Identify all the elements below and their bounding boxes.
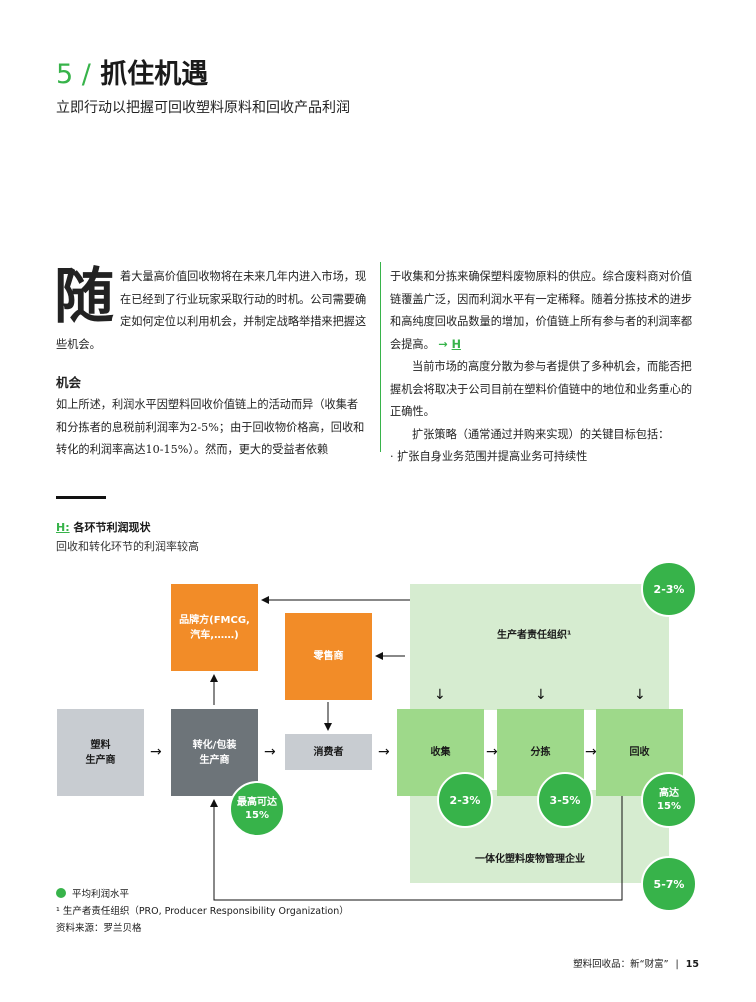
converter-box: 转化/包装 生产商 [171,709,258,796]
pro-zone [410,584,669,710]
figure-label: H: [56,521,70,534]
supply-paragraph: 于收集和分拣来确保塑料废物原料的供应。综合废料商对价值链覆盖广泛，因而利润水平有… [390,270,693,351]
chapter-heading: 5 / 抓住机遇 [56,52,208,91]
margin-badge-collection: 2-3% [437,772,493,828]
arrow-right-icon: → [438,337,448,351]
plastic-producer-box: 塑料 生产商 [57,709,144,796]
section-heading: 机会 [56,375,82,390]
integrated-zone-label: 一体化塑料废物管理企业 [475,854,585,865]
opportunity-paragraph: 如上所述，利润水平因塑料回收价值链上的活动而异（收集者和分拣者的息税前利润率为2… [56,398,365,456]
legend: 平均利润水平 [56,886,129,900]
brand-owner-box: 品牌方(FMCG, 汽车,……) [171,584,258,671]
arrow-right-icon: → [585,744,597,760]
source-note: 资料来源：罗兰贝格 [56,923,142,934]
arrow-right-icon: → [264,744,276,760]
page-number: 15 [685,959,699,970]
drop-cap: 随 [54,262,114,332]
arrow-down-icon: ↓ [634,687,646,703]
text-column-left: 随 着大量高价值回收物将在未来几年内进入市场，现在已经到了行业玩家采取行动的时机… [54,262,369,462]
consumer-box: 消费者 [285,734,372,770]
arrow-down-icon: ↓ [434,687,446,703]
margin-badge-integrated: 5-7% [641,856,697,912]
bullet-item: · 扩张自身业务范围并提高业务可持续性 [390,450,588,463]
intro-paragraph: 着大量高价值回收物将在未来几年内进入市场，现在已经到了行业玩家采取行动的时机。公… [56,270,367,351]
retailer-box: 零售商 [285,613,372,700]
page-footer: 塑料回收品：新“财富” | 15 [573,956,699,970]
market-paragraph: 当前市场的高度分散为参与者提供了多种机会，而能否把握机会将取决于公司目前在塑料价… [390,360,693,418]
text-column-right: 于收集和分拣来确保塑料废物原料的供应。综合废料商对价值链覆盖广泛，因而利润水平有… [390,266,700,469]
chapter-number: 5 / [56,59,91,90]
margin-badge-pro: 2-3% [641,561,697,617]
margin-badge-recycling: 高达 15% [641,772,697,828]
recycling-loop-arrow [210,796,623,901]
legend-dot-icon [56,888,66,898]
legend-label: 平均利润水平 [72,889,130,900]
arrow-right-icon: → [486,744,498,760]
margin-badge-sorting: 3-5% [537,772,593,828]
figure-subtitle: 回收和转化环节的利润率较高 [56,540,199,553]
page-subtitle: 立即行动以把握可回收塑料原料和回收产品利润 [56,100,350,116]
figure-title: H: 各环节利润现状 [56,519,150,535]
chapter-title: 抓住机遇 [100,59,209,90]
margin-badge-converter: 最高可达 15% [229,781,285,837]
footer-title: 塑料回收品：新“财富” [573,959,669,970]
strategy-paragraph: 扩张策略（通常通过并购来实现）的关键目标包括： [412,427,670,441]
arrow-right-icon: → [150,744,162,760]
arrow-down-icon: ↓ [535,687,547,703]
section-rule [56,496,106,499]
figure-title-text: 各环节利润现状 [73,521,151,534]
pro-zone-label: 生产者责任组织¹ [497,630,572,641]
column-divider [380,262,381,452]
arrow-right-icon: → [378,744,390,760]
figure-reference-link[interactable]: → H [438,337,461,351]
footnote: ¹ 生产者责任组织（PRO, Producer Responsibility O… [56,906,349,917]
footer-separator: | [675,959,679,970]
